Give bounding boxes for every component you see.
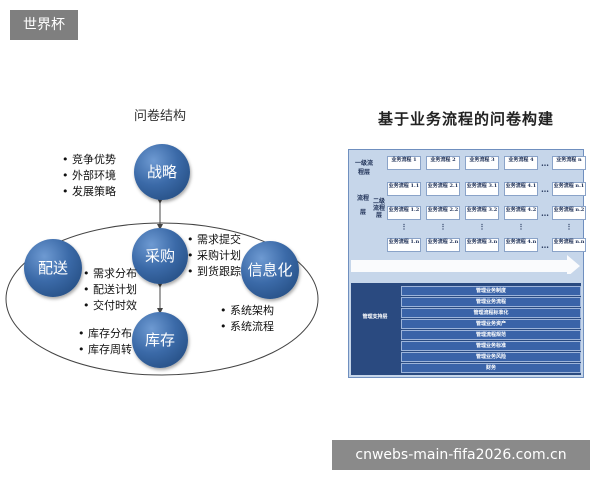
vertical-ellipsis-mark: ⋮ xyxy=(400,222,408,231)
node-strategy: 战略 xyxy=(134,144,190,200)
list-item: 配送计划 xyxy=(83,282,137,298)
right-diagram-title: 基于业务流程的问卷构建 xyxy=(377,110,554,128)
node-info: 信息化 xyxy=(241,241,299,299)
level2-process-cell: 业务流程 2.n xyxy=(426,238,460,252)
level2-process-cell: 业务流程 4.2 xyxy=(504,206,538,220)
level2-process-cell: 业务流程 1.2 xyxy=(387,206,421,220)
list-item: 发展策略 xyxy=(62,184,116,200)
level2-process-cell: 业务流程 n.n xyxy=(552,238,586,252)
level2-process-cell: 业务流程 2.2 xyxy=(426,206,460,220)
level2-process-cell: 业务流程 3.1 xyxy=(465,182,499,196)
support-row: 财务 xyxy=(401,363,581,373)
process-layer-label: 流程层 xyxy=(356,195,369,216)
level1-process-cell: 业务流程 1 xyxy=(387,156,421,170)
level2-process-cell: 业务流程 4.1 xyxy=(504,182,538,196)
list-strategy: 竞争优势 外部环境 发展策略 xyxy=(62,152,116,200)
ellipsis-mark: … xyxy=(541,158,549,168)
level1-label: 一级流程层 xyxy=(354,160,373,176)
node-purchase: 采购 xyxy=(132,228,188,284)
support-row: 管理业务风险 xyxy=(401,352,581,362)
support-row: 管理业务流程 xyxy=(401,297,581,307)
list-item: 库存周转 xyxy=(78,342,132,358)
list-item: 库存分布 xyxy=(78,326,132,342)
node-stock: 库存 xyxy=(132,312,188,368)
support-row: 管理业务资产 xyxy=(401,319,581,329)
list-item: 竞争优势 xyxy=(62,152,116,168)
list-item: 采购计划 xyxy=(187,248,241,264)
level2-process-cell: 业务流程 1.n xyxy=(387,238,421,252)
support-row: 管理流程标准化 xyxy=(401,308,581,318)
ellipsis-mark: … xyxy=(541,240,549,250)
level1-process-cell: 业务流程 n xyxy=(552,156,586,170)
corner-badge: 世界杯 xyxy=(10,10,78,40)
support-row: 管理流程规范 xyxy=(401,330,581,340)
level1-process-cell: 业务流程 4 xyxy=(504,156,538,170)
ellipsis-mark: … xyxy=(541,184,549,194)
list-item: 外部环境 xyxy=(62,168,116,184)
ellipsis-mark: … xyxy=(541,208,549,218)
level2-process-cell: 业务流程 1.1 xyxy=(387,182,421,196)
vertical-ellipsis-mark: ⋮ xyxy=(565,222,573,231)
flow-arrow xyxy=(351,255,580,274)
level2-process-cell: 业务流程 3.n xyxy=(465,238,499,252)
vertical-ellipsis-mark: ⋮ xyxy=(478,222,486,231)
vertical-ellipsis-mark: ⋮ xyxy=(439,222,447,231)
level2-process-cell: 业务流程 2.1 xyxy=(426,182,460,196)
list-delivery: 需求分布 配送计划 交付时效 xyxy=(83,266,137,314)
level2-process-cell: 业务流程 4.n xyxy=(504,238,538,252)
watermark: cnwebs-main-fifa2026.com.cn xyxy=(332,440,590,470)
level2-process-cell: 业务流程 n.2 xyxy=(552,206,586,220)
left-diagram-title: 问卷结构 xyxy=(133,109,186,124)
support-layer: 管理支持层 管理业务制度管理业务流程管理流程标准化管理业务资产管理流程规范管理业… xyxy=(351,283,581,375)
support-row: 管理业务制度 xyxy=(401,286,581,296)
list-info: 系统架构 系统流程 xyxy=(220,303,274,335)
process-framework-panel: 一级流程层 流程层 二级流程层 业务流程 1 业务流程 2 业务流程 3 业务流程 4… xyxy=(348,149,586,378)
list-item: 需求提交 xyxy=(187,232,241,248)
vertical-ellipsis-mark: ⋮ xyxy=(517,222,525,231)
list-item: 交付时效 xyxy=(83,298,137,314)
list-item: 需求分布 xyxy=(83,266,137,282)
list-stock: 库存分布 库存周转 xyxy=(78,326,132,358)
list-purchase: 需求提交 采购计划 到货跟踪 xyxy=(187,232,241,280)
level1-process-cell: 业务流程 3 xyxy=(465,156,499,170)
level1-process-cell: 业务流程 2 xyxy=(426,156,460,170)
list-item: 系统流程 xyxy=(220,319,274,335)
list-item: 系统架构 xyxy=(220,303,274,319)
node-delivery: 配送 xyxy=(24,239,82,297)
level2-process-cell: 业务流程 3.2 xyxy=(465,206,499,220)
list-item: 到货跟踪 xyxy=(187,264,241,280)
level2-process-cell: 业务流程 n.1 xyxy=(552,182,586,196)
support-row: 管理业务标准 xyxy=(401,341,581,351)
process-layer: 一级流程层 流程层 二级流程层 业务流程 1 业务流程 2 业务流程 3 业务流程 4… xyxy=(351,152,586,274)
level2-label: 二级流程层 xyxy=(373,198,386,219)
support-layer-label: 管理支持层 xyxy=(362,314,388,320)
